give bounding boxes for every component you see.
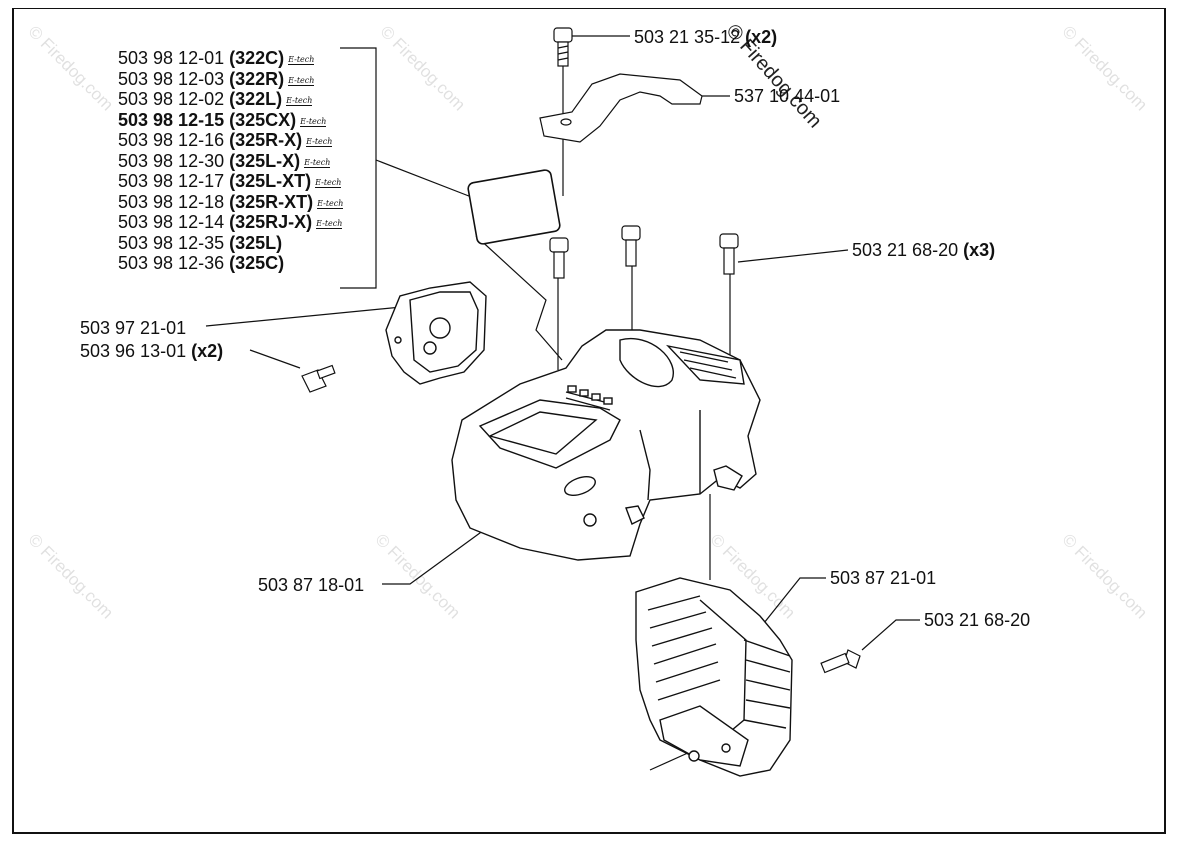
screw-mid-1-icon — [549, 237, 569, 279]
callout-top-cover: 537 10 44-01 — [734, 86, 840, 106]
part-number: 503 21 68-20 — [924, 610, 1031, 630]
model-name: (325CX) — [229, 109, 297, 130]
diagram-frame — [12, 8, 1166, 834]
model-part-number: 503 98 12-30 — [118, 150, 225, 171]
etech-tag: E-tech — [304, 157, 331, 168]
model-part-number: 503 98 12-02 — [118, 89, 225, 109]
model-name: (325L-X) — [229, 150, 301, 171]
model-row: 503 98 12-15 (325CX)E-tech — [118, 110, 343, 131]
leader-cylinder-cover — [382, 529, 485, 585]
quantity: (x3) — [963, 240, 996, 260]
callout-muffler-guard: 503 87 21-01 — [830, 568, 936, 588]
callout-screw-top: 503 21 35-12 (x2) — [634, 27, 777, 47]
part-number: 503 21 35-12 — [634, 27, 741, 47]
model-part-number: 503 98 12-18 — [118, 191, 225, 212]
model-part-number: 503 98 12-16 — [118, 130, 225, 150]
model-name: (322R) — [229, 68, 285, 89]
leader-screw-left — [249, 349, 301, 369]
model-row: 503 98 12-01 (322C)E-tech — [118, 48, 343, 69]
cylinder-cover-icon — [451, 329, 761, 561]
model-row: 503 98 12-35 (325L) — [118, 233, 343, 254]
etech-tag: E-tech — [286, 96, 313, 106]
callout-screw-mid: 503 21 68-20 (x3) — [852, 240, 995, 260]
screw-right-icon — [820, 649, 861, 674]
screw-mid-2-icon — [621, 225, 641, 267]
part-number: 537 10 44-01 — [734, 86, 841, 106]
etech-tag: E-tech — [316, 219, 343, 229]
etech-tag: E-tech — [315, 178, 342, 188]
quantity: (x2) — [745, 27, 778, 47]
model-row: 503 98 12-36 (325C) — [118, 253, 343, 274]
model-name: (322L) — [229, 89, 283, 109]
model-part-number: 503 98 12-01 — [118, 48, 225, 68]
callout-cylinder-cover: 503 87 18-01 — [258, 575, 364, 595]
leader-screw-right — [861, 619, 920, 651]
model-name: (325R-XT) — [229, 191, 314, 212]
model-list-bracket — [340, 47, 377, 289]
model-name: (325C) — [229, 253, 285, 273]
model-part-number: 503 98 12-15 — [118, 109, 225, 130]
model-part-number: 503 98 12-14 — [118, 212, 225, 232]
gasket-icon — [467, 169, 561, 245]
etech-tag: E-tech — [306, 137, 333, 147]
callout-air-filter: 503 97 21-01 — [80, 318, 186, 338]
model-part-number: 503 98 12-36 — [118, 253, 225, 273]
quantity: (x2) — [191, 341, 224, 361]
callout-screw-left: 503 96 13-01 (x2) — [80, 341, 223, 361]
model-name: (325R-X) — [229, 130, 303, 150]
diagram-frame-top — [12, 8, 1166, 9]
model-row: 503 98 12-14 (325RJ-X)E-tech — [118, 212, 343, 233]
screw-top-icon — [553, 27, 573, 67]
etech-tag: E-tech — [317, 198, 344, 209]
model-list: 503 98 12-01 (322C)E-tech 503 98 12-03 (… — [118, 48, 344, 274]
part-number: 503 21 68-20 — [852, 240, 959, 260]
leader-screw-mid — [737, 249, 849, 263]
model-name: (325RJ-X) — [229, 212, 313, 232]
etech-tag: E-tech — [288, 75, 315, 86]
part-number: 503 87 18-01 — [258, 575, 365, 595]
part-number: 503 96 13-01 — [80, 341, 187, 361]
leader-air-filter — [205, 305, 413, 327]
model-part-number: 503 98 12-35 — [118, 232, 225, 253]
model-part-number: 503 98 12-17 — [118, 171, 225, 191]
leader-gasket — [375, 159, 475, 199]
model-name: (322C) — [229, 48, 285, 68]
screw-mid-3-icon — [719, 233, 739, 275]
air-filter-housing-icon — [385, 281, 487, 385]
model-row: 503 98 12-17 (325L-XT)E-tech — [118, 171, 343, 192]
etech-tag: E-tech — [300, 116, 327, 127]
model-row: 503 98 12-03 (322R)E-tech — [118, 69, 343, 90]
model-part-number: 503 98 12-03 — [118, 68, 225, 89]
model-row: 503 98 12-02 (322L)E-tech — [118, 89, 343, 110]
model-row: 503 98 12-18 (325R-XT)E-tech — [118, 191, 344, 213]
model-row: 503 98 12-16 (325R-X)E-tech — [118, 130, 343, 151]
part-number: 503 87 21-01 — [830, 568, 937, 588]
etech-tag: E-tech — [288, 55, 315, 65]
model-name: (325L) — [229, 232, 283, 253]
part-number: 503 97 21-01 — [80, 318, 187, 338]
top-cover-icon — [539, 73, 703, 143]
leader-muffler-guard — [759, 577, 826, 629]
muffler-guard-icon — [635, 577, 793, 777]
model-row: 503 98 12-30 (325L-X)E-tech — [118, 151, 343, 172]
callout-screw-right: 503 21 68-20 — [924, 610, 1030, 630]
screw-left-icon — [301, 364, 336, 393]
model-name: (325L-XT) — [229, 171, 312, 191]
